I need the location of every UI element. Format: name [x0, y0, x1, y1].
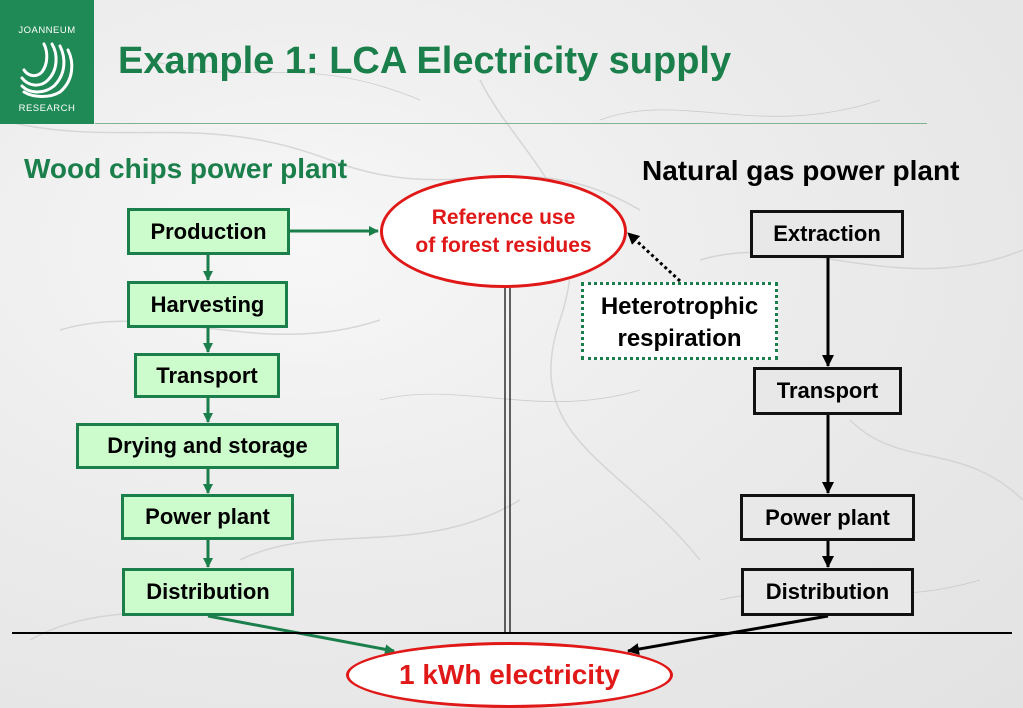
logo-swirl-icon: [20, 42, 74, 98]
wood-chips-heading: Wood chips power plant: [24, 153, 348, 184]
step-power-plant-gas: Power plant: [740, 494, 915, 541]
step-extraction: Extraction: [750, 210, 904, 258]
step-transport-wood: Transport: [134, 353, 280, 398]
reference-line2: of forest residues: [415, 233, 592, 257]
step-drying-storage: Drying and storage: [76, 423, 339, 469]
step-distribution-wood: Distribution: [122, 568, 294, 616]
natural-gas-heading: Natural gas power plant: [642, 155, 960, 186]
step-transport-gas: Transport: [753, 367, 902, 415]
kwh-label: 1 kWh electricity: [399, 659, 620, 690]
arrow-respiration-reference: [626, 231, 682, 283]
kwh-electricity-ellipse: 1 kWh electricity: [346, 642, 673, 708]
heterotrophic-line1: Heterotrophic: [600, 293, 759, 320]
title-underline: [95, 123, 927, 124]
heterotrophic-line2: respiration: [617, 325, 742, 352]
reference-line1: Reference use: [431, 205, 576, 229]
step-harvesting: Harvesting: [127, 281, 288, 328]
step-power-plant-wood: Power plant: [121, 494, 294, 540]
slide-title: Example 1: LCA Electricity supply: [118, 40, 732, 82]
heterotrophic-respiration-box: Heterotrophic respiration: [581, 282, 778, 360]
step-distribution-gas: Distribution: [741, 568, 914, 616]
logo-bottom-text: RESEARCH: [18, 103, 76, 114]
logo-top-text: JOANNEUM: [18, 25, 76, 36]
step-production: Production: [127, 208, 290, 255]
joanneum-logo: JOANNEUM RESEARCH: [0, 0, 94, 124]
reference-use-ellipse: Reference use of forest residues: [380, 175, 627, 288]
